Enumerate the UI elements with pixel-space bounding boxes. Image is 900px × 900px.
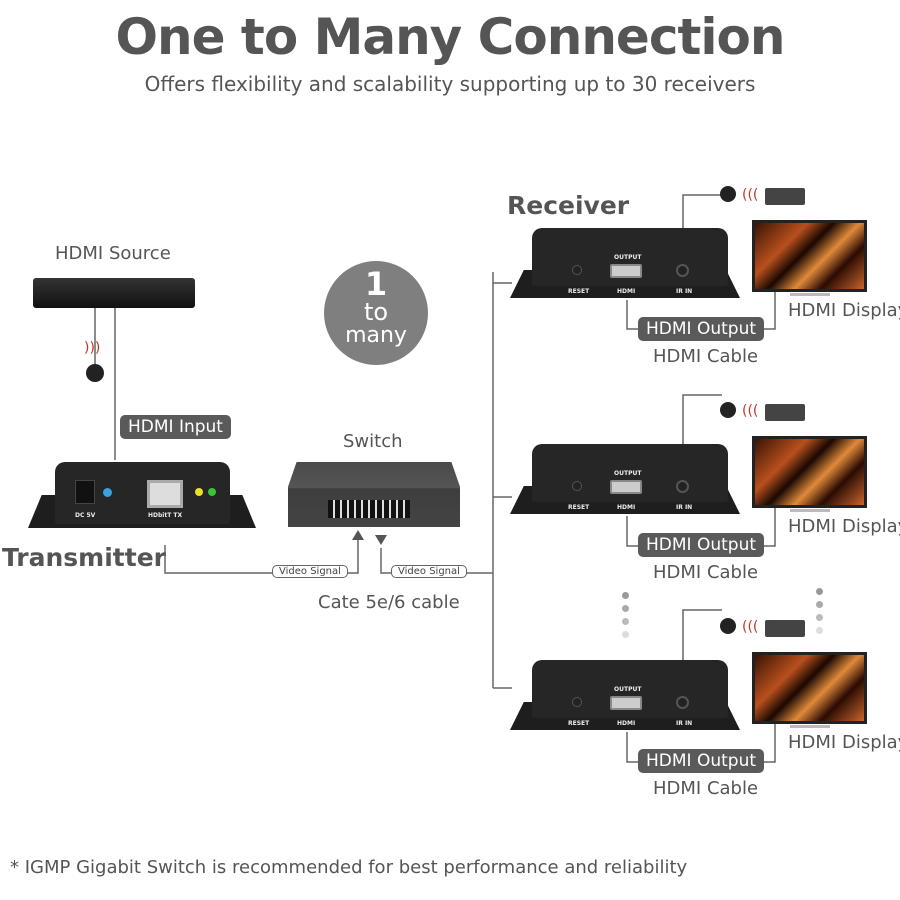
hdmi-display-image: [752, 220, 867, 292]
switch-label: Switch: [343, 431, 403, 452]
hdmi-port-label: HDMI: [617, 288, 636, 295]
hdbt-port-label: HDbitT TX: [148, 512, 183, 519]
transmitter-device: DC 5V HDbitT TX: [55, 462, 230, 524]
ir-in-port-icon: [676, 264, 689, 277]
switch-ports: [328, 500, 410, 518]
remote-control-icon: [765, 188, 805, 205]
data-led-icon: [208, 488, 216, 496]
page-title: One to Many Connection: [115, 8, 786, 66]
hdmi-display-label: HDMI Display: [788, 300, 900, 321]
hdmi-cable-label: HDMI Cable: [653, 346, 759, 367]
network-switch-image: [288, 462, 460, 527]
video-signal-label-1: Video Signal: [272, 565, 348, 578]
badge-number: 1: [364, 265, 388, 303]
badge-word-many: many: [345, 323, 407, 348]
video-signal-label-2: Video Signal: [391, 565, 467, 578]
ir-receiver-icon: [720, 186, 736, 202]
badge-word-to: to: [363, 298, 389, 326]
ir-in-label: IR IN: [676, 288, 693, 295]
page-subtitle: Offers flexibility and scalability suppo…: [144, 72, 756, 96]
rj45-port-icon: [147, 480, 183, 508]
one-to-many-badge: 1 to many: [324, 261, 428, 365]
cable-label: Cate 5e/6 cable: [318, 592, 460, 613]
ir-emitter-icon: [86, 364, 104, 382]
dc-jack-icon: [75, 480, 95, 504]
link-led-icon: [195, 488, 203, 496]
receiver-label: Receiver: [507, 191, 630, 220]
hdmi-source-label: HDMI Source: [55, 243, 171, 264]
dc-port-label: DC 5V: [75, 512, 96, 519]
dvd-player-image: [33, 278, 195, 308]
hdmi-output-label: HDMI Output: [638, 317, 765, 341]
display-stand: [790, 293, 830, 296]
output-label: OUTPUT: [614, 254, 642, 261]
reset-label: RESET: [568, 288, 590, 295]
reset-button-icon: [572, 265, 582, 275]
transmitter-label: Transmitter: [2, 543, 166, 572]
ir-wave-icon: ))): [84, 340, 101, 356]
ir-wave-icon: (((: [742, 187, 759, 203]
hdmi-input-label: HDMI Input: [120, 415, 231, 439]
hdmi-port-icon: [610, 264, 642, 278]
footnote: * IGMP Gigabit Switch is recommended for…: [10, 857, 688, 878]
power-led-icon: [103, 488, 112, 497]
